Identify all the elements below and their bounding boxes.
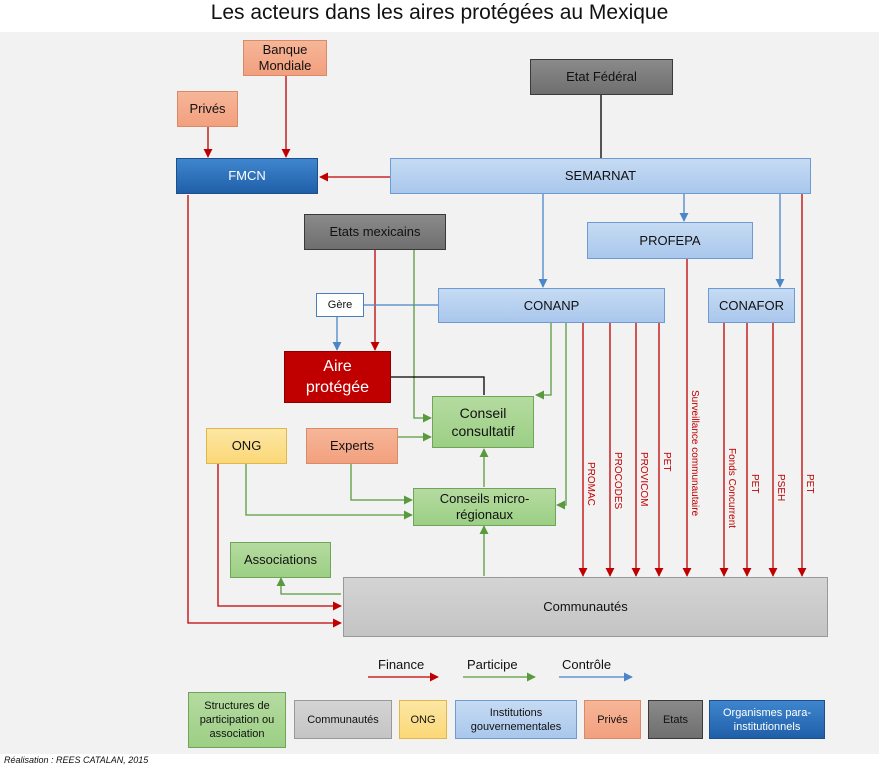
node-prives: Privés: [177, 91, 238, 127]
label-fonds-concurrent: Fonds Concurrent: [726, 448, 737, 529]
node-communautes: Communautés: [343, 577, 828, 637]
legend-finance-label: Finance: [378, 657, 425, 672]
node-conseil-consultatif: Conseil consultatif: [432, 396, 534, 448]
node-gere: Gère: [316, 293, 364, 317]
label-pet-2: PET: [749, 474, 760, 494]
link-ong-micro: [245, 464, 413, 520]
link-conanp-micro: [556, 323, 567, 510]
legend-communautes: Communautés: [294, 700, 392, 739]
legend-etats: Etats: [648, 700, 703, 739]
label-promac: PROMAC: [585, 462, 596, 506]
legend-institutions: Institutions gouvernementales: [455, 700, 577, 739]
label-pet-3: PET: [804, 474, 815, 494]
label-pseh: PSEH: [775, 474, 786, 502]
node-conanp: CONANP: [438, 288, 665, 323]
node-semarnat: SEMARNAT: [390, 158, 811, 194]
node-profepa: PROFEPA: [587, 222, 753, 259]
credit-text: Réalisation : REES CATALAN, 2015: [4, 755, 149, 765]
legend-participe-label: Participe: [467, 657, 518, 672]
legend-organismes: Organismes para-institutionnels: [709, 700, 825, 739]
label-surveillance-communautaire: Surveillance communautaire: [689, 390, 700, 517]
link-fmcn-communautes: [187, 195, 342, 628]
link-experts-micro: [350, 464, 413, 505]
diagram-title: Les acteurs dans les aires protégées au …: [210, 1, 669, 24]
legend-ong: ONG: [399, 700, 447, 739]
node-etat-federal: Etat Fédéral: [530, 59, 673, 95]
link-communautes-associations: [276, 577, 341, 595]
node-conafor: CONAFOR: [708, 288, 795, 323]
legend-structures: Structures de participation ou associati…: [188, 692, 286, 748]
legend-prives: Privés: [584, 700, 641, 739]
label-provicom: PROVICOM: [638, 452, 649, 507]
node-experts: Experts: [306, 428, 398, 464]
node-conseils-micro-regionaux: Conseils micro-régionaux: [413, 488, 556, 526]
node-etats-mexicains: Etats mexicains: [304, 214, 446, 250]
node-fmcn: FMCN: [176, 158, 318, 194]
link-ong-communautes: [217, 464, 342, 611]
link-aire-conseil: [391, 376, 485, 395]
label-pet-1: PET: [661, 452, 672, 472]
node-ong: ONG: [206, 428, 287, 464]
node-associations: Associations: [230, 542, 331, 578]
node-aire-protegee: Aire protégée: [284, 351, 391, 403]
node-banque-mondiale: Banque Mondiale: [243, 40, 327, 76]
label-procodes: PROCODES: [612, 452, 623, 510]
link-conanp-conseil: [535, 323, 552, 400]
link-etats-conseil: [413, 250, 432, 423]
legend-controle-label: Contrôle: [562, 657, 612, 672]
